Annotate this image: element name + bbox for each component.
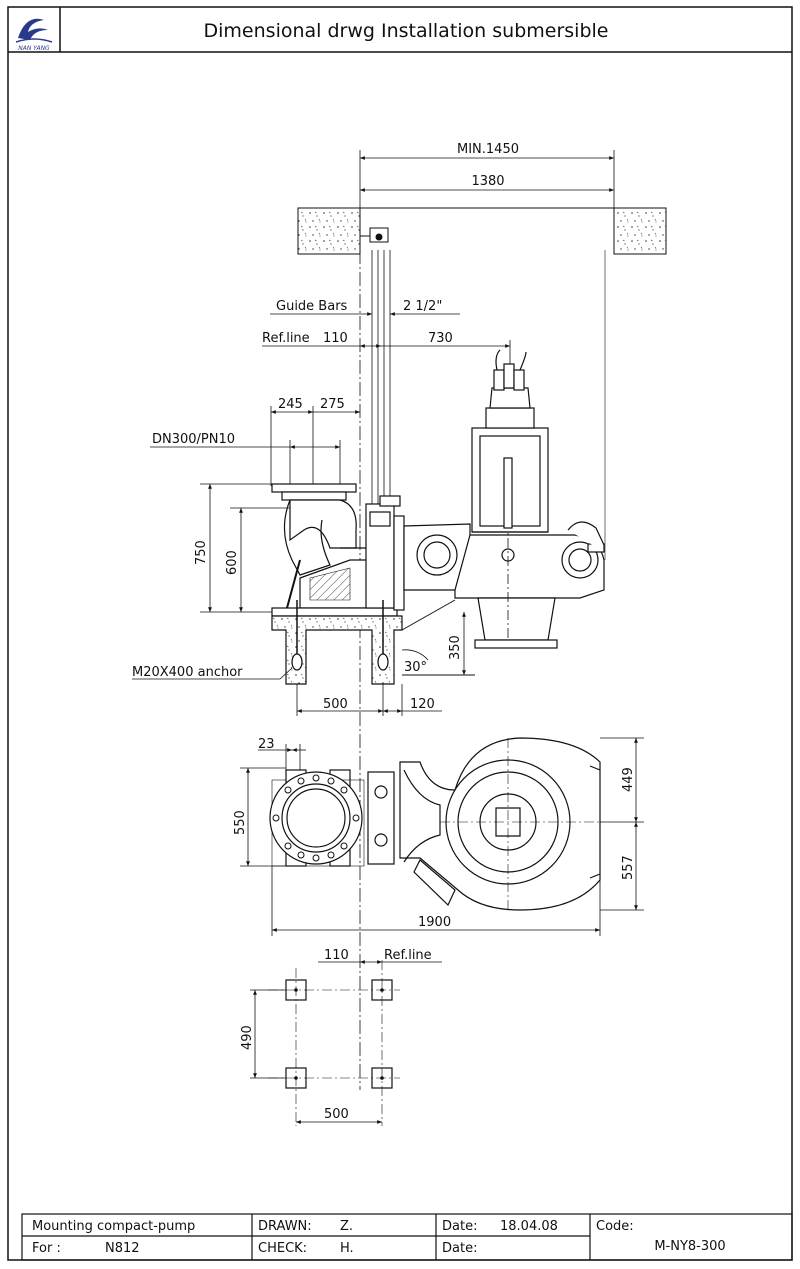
foundation-side — [271, 599, 475, 685]
anchor-layout — [268, 960, 400, 1126]
dim-heights — [200, 483, 466, 675]
dim-23: 23 — [258, 737, 275, 752]
anchor-leader — [132, 667, 293, 680]
dim-350: 350 — [448, 635, 463, 660]
dim-flange — [150, 440, 341, 484]
dim-min-1450: MIN.1450 — [457, 142, 519, 157]
code-value: M-NY8-300 — [654, 1239, 725, 1254]
dim-plan — [240, 737, 644, 936]
title-block — [21, 1213, 793, 1261]
check-label: CHECK: — [258, 1241, 307, 1256]
dim-490: 490 — [240, 1025, 255, 1050]
dim-1380: 1380 — [471, 174, 504, 189]
for-label: For : — [32, 1241, 61, 1256]
flange-label: DN300/PN10 — [152, 432, 235, 447]
dim-275: 275 — [320, 397, 345, 412]
dim-550: 550 — [233, 810, 248, 835]
dim-730: 730 — [428, 331, 453, 346]
guide-bars-value: 2 1/2" — [403, 299, 442, 314]
dim-1900: 1900 — [418, 915, 451, 930]
drawn-label: DRAWN: — [258, 1219, 312, 1234]
dim-449: 449 — [621, 767, 636, 792]
dim-245-275 — [270, 406, 360, 486]
sheet-frame — [7, 6, 793, 1261]
pump-side-view — [271, 349, 605, 649]
dim-120: 120 — [410, 697, 435, 712]
for-value: N812 — [105, 1241, 140, 1256]
code-label: Code: — [596, 1219, 634, 1234]
dim-245: 245 — [278, 397, 303, 412]
logo-text: NAN YANG — [18, 45, 50, 52]
date-label-2: Date: — [442, 1241, 477, 1256]
date-label: Date: — [442, 1219, 477, 1234]
angle-30: 30° — [404, 660, 427, 675]
dim-557: 557 — [621, 855, 636, 880]
date-value: 18.04.08 — [500, 1219, 558, 1234]
guide-bars — [359, 250, 606, 1090]
mounting-label: Mounting compact-pump — [32, 1219, 195, 1234]
dim-500-120 — [296, 684, 442, 716]
dim-500-bottom: 500 — [324, 1107, 349, 1122]
dim-top — [359, 150, 615, 208]
dim-750: 750 — [194, 540, 209, 565]
ceiling-slab — [297, 207, 667, 255]
guide-bars-label: Guide Bars — [276, 299, 348, 314]
dim-110-top: 110 — [323, 331, 348, 346]
bolt-holes — [272, 774, 360, 862]
pump-plan-view — [269, 737, 601, 911]
ref-line-label: Ref.line — [262, 331, 310, 346]
drawn-value: Z. — [340, 1219, 353, 1234]
ref-line-bottom: Ref.line — [384, 948, 432, 963]
dim-anchor-layout — [250, 960, 442, 1124]
dim-600: 600 — [225, 550, 240, 575]
anchor-label: M20X400 anchor — [132, 665, 243, 680]
dim-110-bottom: 110 — [324, 948, 349, 963]
wave-logo-icon — [15, 18, 53, 43]
check-value: H. — [340, 1241, 354, 1256]
page-title: Dimensional drwg Installation submersibl… — [204, 20, 609, 42]
dim-500-side: 500 — [323, 697, 348, 712]
